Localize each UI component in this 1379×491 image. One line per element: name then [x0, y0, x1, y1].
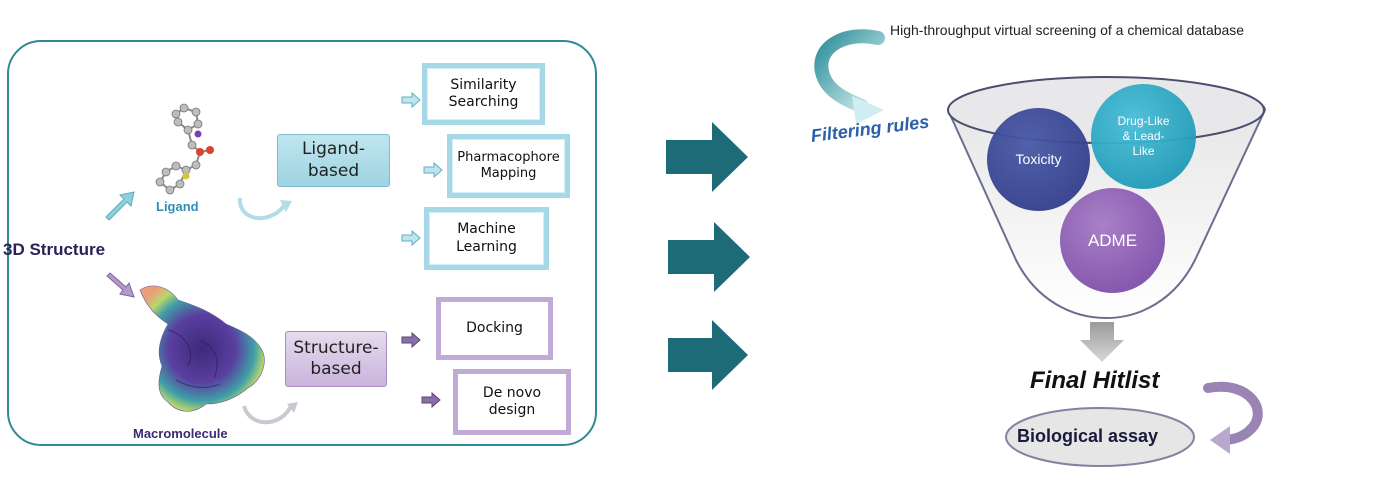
screening-title: High-throughput virtual screening of a c… — [890, 22, 1245, 38]
big-arrow-middle-icon — [668, 222, 750, 292]
big-arrow-bottom-icon — [668, 320, 748, 390]
arrow-to-docking-icon — [401, 331, 421, 349]
structure-based-box: Structure- based — [285, 331, 387, 387]
swirl-arrow-icon — [814, 29, 885, 124]
ligand-molecule-icon — [155, 103, 214, 195]
biological-assay-ellipse — [1005, 407, 1195, 467]
machine-learning-box: Machine Learning — [424, 207, 549, 270]
curved-arrow-ligand-icon — [237, 197, 292, 221]
curved-arrow-structure-icon — [242, 402, 298, 425]
adme-circle: ADME — [1060, 188, 1165, 293]
down-arrow-icon — [1080, 322, 1124, 362]
toxicity-circle: Toxicity — [987, 108, 1090, 211]
pharmacophore-mapping-box: Pharmacophore Mapping — [447, 134, 570, 198]
arrow-to-pharmacophore-icon — [423, 161, 443, 179]
arrow-to-similarity-icon — [401, 91, 421, 109]
arrow-to-ligand-icon — [105, 191, 135, 221]
de-novo-design-box: De novo design — [453, 369, 571, 435]
docking-box: Docking — [436, 297, 553, 360]
ligand-based-box: Ligand- based — [277, 134, 390, 187]
return-arrow-icon — [1203, 381, 1263, 454]
similarity-searching-box: Similarity Searching — [422, 63, 545, 125]
macromolecule-label: Macromolecule — [133, 426, 228, 441]
ligand-label: Ligand — [156, 199, 199, 214]
drug-like-circle: Drug-Like & Lead- Like — [1091, 84, 1196, 189]
arrow-to-macromolecule-icon — [106, 272, 135, 298]
arrow-to-machine-learning-icon — [401, 229, 421, 247]
big-arrow-top-icon — [666, 122, 748, 192]
root-label: 3D Structure — [3, 240, 106, 259]
arrow-to-denovo-icon — [421, 391, 441, 409]
final-hitlist-label: Final Hitlist — [1030, 367, 1160, 394]
biological-assay-label: Biological assay — [1017, 426, 1159, 446]
macromolecule-surface-icon — [139, 285, 265, 412]
